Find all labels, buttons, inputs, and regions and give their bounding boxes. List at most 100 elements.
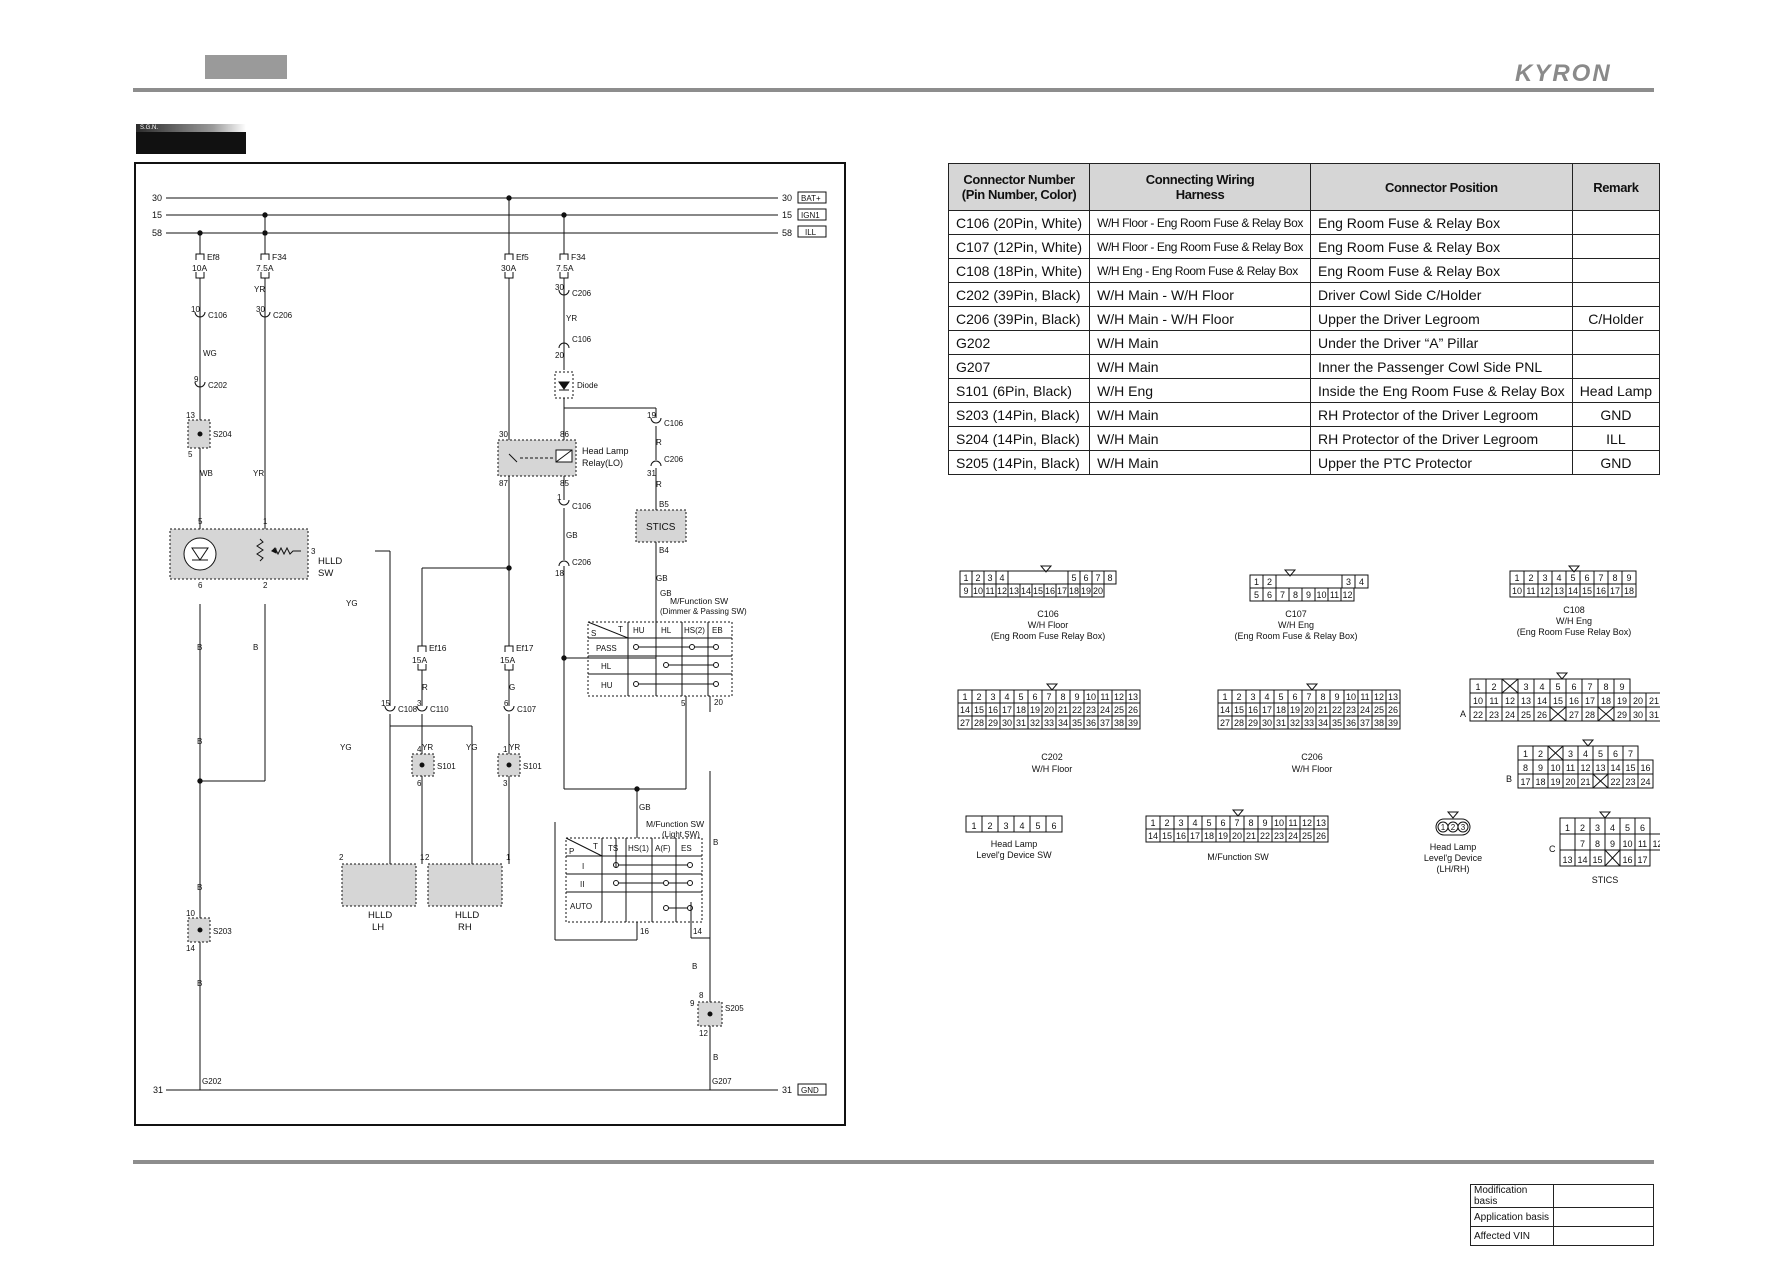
svg-text:1: 1 — [506, 853, 511, 862]
svg-text:4: 4 — [1610, 823, 1615, 833]
svg-text:29: 29 — [1617, 710, 1627, 720]
svg-text:21: 21 — [1580, 777, 1590, 787]
svg-text:4: 4 — [1192, 818, 1197, 828]
svg-text:6: 6 — [417, 779, 422, 788]
svg-text:8: 8 — [699, 991, 704, 1000]
conn-label: C106 — [208, 311, 228, 320]
svg-text:2: 2 — [263, 581, 268, 590]
svg-text:5: 5 — [1598, 749, 1603, 759]
svg-text:12: 12 — [1580, 763, 1590, 773]
svg-text:10: 10 — [1512, 586, 1522, 596]
svg-text:23: 23 — [1489, 710, 1499, 720]
svg-text:6: 6 — [198, 581, 203, 590]
svg-text:3: 3 — [1461, 823, 1466, 832]
mfsw1-label: M/Function SW — [670, 596, 728, 606]
conn-label: C108 — [398, 705, 418, 714]
svg-text:10: 10 — [1086, 692, 1096, 702]
svg-text:2: 2 — [975, 573, 980, 583]
conn-label: S101 — [437, 762, 456, 771]
hlld-rh-label: HLLD — [455, 910, 479, 921]
svg-text:5: 5 — [1071, 573, 1076, 583]
svg-text:1: 1 — [1441, 823, 1446, 832]
cell-connector: C206 (39Pin, Black) — [947, 306, 1091, 331]
svg-text:15: 15 — [1625, 763, 1635, 773]
cell-remark: GND — [1571, 402, 1661, 427]
conn-label: C107 — [517, 705, 537, 714]
wire-color: YG — [466, 743, 478, 752]
svg-text:27: 27 — [1569, 710, 1579, 720]
svg-text:6: 6 — [1571, 682, 1576, 692]
svg-text:22: 22 — [1260, 831, 1270, 841]
svg-text:3: 3 — [990, 692, 995, 702]
conn-label: C206 — [273, 311, 293, 320]
svg-text:2: 2 — [987, 821, 992, 831]
svg-text:28: 28 — [1234, 718, 1244, 728]
svg-text:10: 10 — [1550, 763, 1560, 773]
svg-text:20: 20 — [1093, 586, 1103, 596]
c106-loc: (Eng Room Fuse Relay Box) — [991, 631, 1106, 641]
svg-text:23: 23 — [1274, 831, 1284, 841]
svg-text:13: 13 — [1388, 692, 1398, 702]
svg-text:28: 28 — [1585, 710, 1595, 720]
svg-text:32: 32 — [1030, 718, 1040, 728]
svg-text:85: 85 — [560, 479, 569, 488]
svg-text:24: 24 — [1360, 705, 1370, 715]
svg-text:6: 6 — [1640, 823, 1645, 833]
cell-remark: Head Lamp — [1571, 378, 1661, 403]
rail-tag: ILL — [805, 228, 817, 237]
svg-text:16: 16 — [1569, 696, 1579, 706]
dimmer-corner: S — [591, 629, 596, 638]
svg-text:8: 8 — [1107, 573, 1112, 583]
cell-position: RH Protector of the Driver Legroom — [1310, 402, 1573, 427]
svg-text:21: 21 — [1649, 696, 1659, 706]
svg-text:2: 2 — [1538, 749, 1543, 759]
svg-text:19: 19 — [1290, 705, 1300, 715]
svg-text:11: 11 — [1360, 692, 1369, 702]
svg-text:19: 19 — [1030, 705, 1040, 715]
rail-num: 58 — [152, 228, 162, 238]
cell-position: Inner the Passenger Cowl Side PNL — [1310, 354, 1573, 379]
svg-text:C: C — [1549, 844, 1556, 854]
svg-text:19: 19 — [1218, 831, 1228, 841]
wire-color: GB — [639, 803, 651, 812]
svg-text:37: 37 — [1100, 718, 1110, 728]
wire-color: B — [197, 737, 202, 746]
cell-harness: W/H Main — [1089, 402, 1311, 427]
relay-label: Head Lamp — [582, 446, 629, 456]
svg-text:39: 39 — [1388, 718, 1398, 728]
diode — [554, 371, 574, 399]
cell-harness: W/H Eng - Eng Room Fuse & Relay Box — [1089, 258, 1311, 283]
cell-remark: ILL — [1571, 426, 1661, 451]
cell-connector: C107 (12Pin, White) — [947, 234, 1091, 259]
svg-text:1: 1 — [1514, 573, 1519, 583]
svg-text:33: 33 — [1044, 718, 1054, 728]
c106-name: C106 — [1037, 609, 1059, 619]
svg-text:7: 7 — [1587, 682, 1592, 692]
cell-connector: G207 — [947, 354, 1091, 379]
cell-remark — [1571, 282, 1661, 307]
svg-text:13: 13 — [186, 411, 195, 420]
dimmer-row: HU — [601, 681, 613, 690]
c108-loc: (Eng Room Fuse Relay Box) — [1517, 627, 1632, 637]
svg-text:7: 7 — [1280, 590, 1285, 600]
svg-text:2: 2 — [425, 853, 430, 862]
svg-text:13: 13 — [1316, 818, 1326, 828]
svg-text:2: 2 — [976, 692, 981, 702]
svg-text:17: 17 — [1610, 586, 1620, 596]
conn-label: C106 — [572, 502, 592, 511]
rail-num: 30 — [782, 193, 792, 203]
mfsw-name: M/Function SW — [1207, 852, 1269, 862]
svg-text:15: 15 — [1162, 831, 1172, 841]
svg-text:11: 11 — [1330, 590, 1339, 600]
rail-num: 15 — [152, 210, 162, 220]
svg-text:18: 18 — [1535, 777, 1545, 787]
svg-text:30: 30 — [1002, 718, 1012, 728]
svg-text:B5: B5 — [659, 500, 669, 509]
svg-text:8: 8 — [1248, 818, 1253, 828]
svg-text:12: 12 — [997, 586, 1007, 596]
